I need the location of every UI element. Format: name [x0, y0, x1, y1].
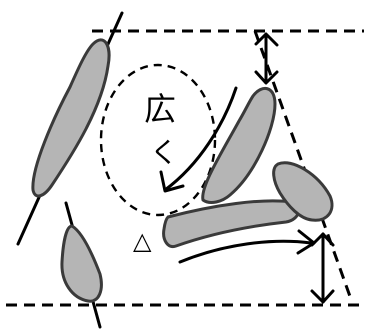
widen-annotation-kana: く: [150, 136, 178, 169]
left-slant-shape: [33, 40, 109, 196]
triangle-marker: △: [133, 227, 152, 255]
widen-arrow-head: [161, 172, 183, 191]
widen-annotation-kanji: 広: [144, 90, 176, 128]
left-slant-stroke: [18, 13, 122, 244]
bottom-left-shape: [62, 226, 101, 301]
mu-slant-stroke: [203, 88, 275, 202]
bottom-left-stroke: [62, 203, 101, 327]
extend-arrow-line: [180, 241, 311, 262]
top-gap-dimension: [256, 34, 277, 83]
right-slant-guide-line: [255, 31, 352, 302]
